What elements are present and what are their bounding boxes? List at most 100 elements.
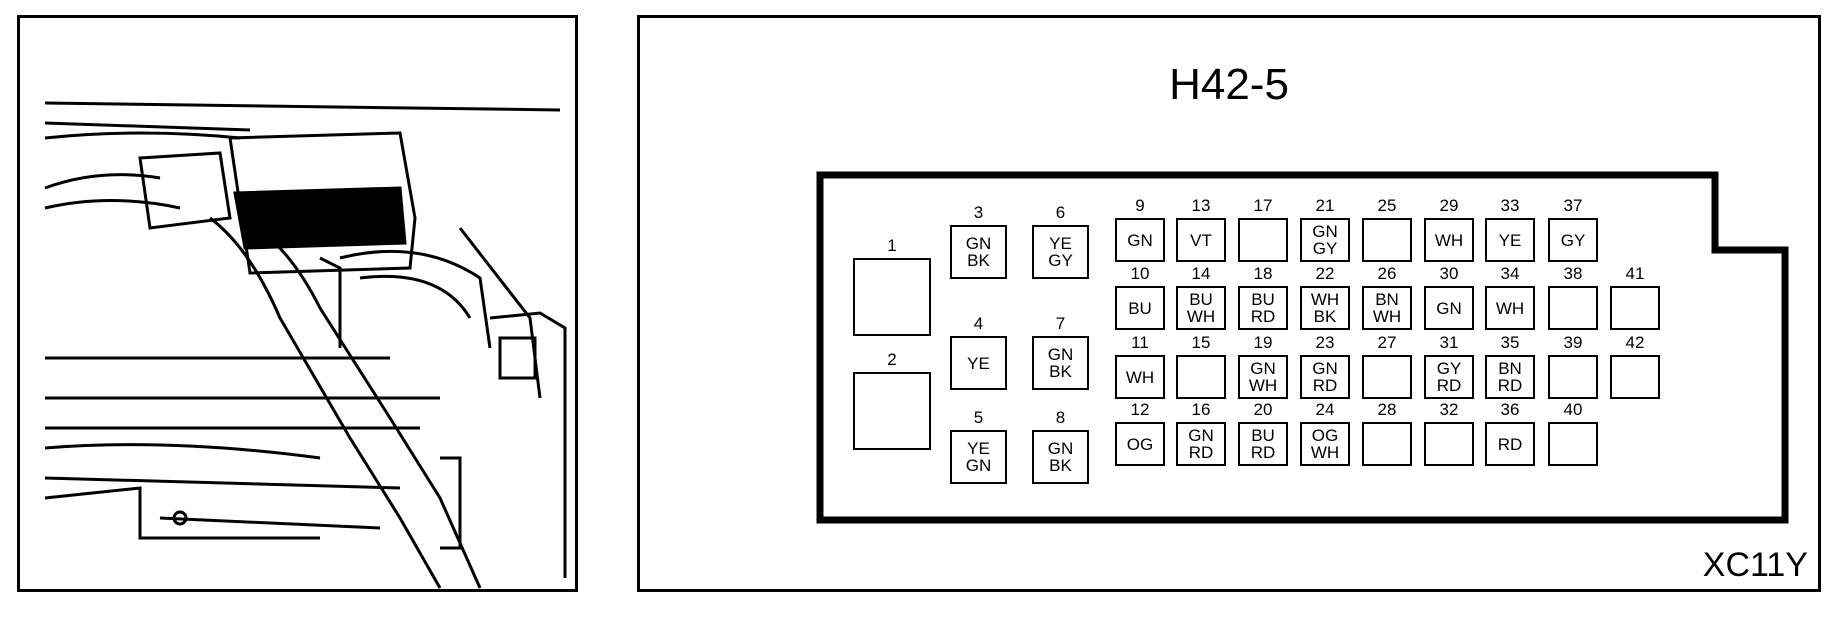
pin-cavity-41	[1610, 286, 1660, 330]
pin-number-39: 39	[1563, 333, 1583, 352]
pin-number-12: 12	[1130, 400, 1150, 419]
wire-color-code: GN	[965, 234, 992, 253]
pin-number-1: 1	[887, 236, 897, 255]
wire-color-code: WH	[1310, 290, 1340, 309]
pin-number-3: 3	[973, 203, 984, 222]
pin-number-7: 7	[1055, 314, 1066, 333]
wire-color-code: BK	[967, 251, 990, 270]
pin-cavity-11: WH	[1115, 355, 1165, 399]
wire-color-code: GY	[1312, 239, 1338, 258]
engine-bay-illustration	[44, 101, 567, 589]
pin-cavity-36: RD	[1485, 422, 1535, 466]
wire-color-code: WH	[1125, 367, 1155, 387]
wire-color-code: BU	[1128, 298, 1152, 318]
wire-color-code: WH	[1310, 443, 1340, 462]
wire-color-code: RD	[1312, 376, 1338, 395]
wire-color-code: GN	[1436, 298, 1462, 318]
wire-color-code: GN	[1127, 230, 1153, 250]
pin-cavity-30: GN	[1424, 286, 1474, 330]
pin-number-23: 23	[1315, 333, 1335, 352]
pin-number-9: 9	[1135, 196, 1145, 215]
pin-number-16: 16	[1191, 400, 1211, 419]
pin-number-22: 22	[1315, 264, 1335, 283]
wire-color-code: RD	[1250, 307, 1276, 326]
pin-number-19: 19	[1253, 333, 1273, 352]
wire-color-code: GY	[1560, 230, 1586, 250]
wire-color-code: WH	[1248, 376, 1278, 395]
pin-cavity-25	[1362, 218, 1412, 262]
wire-color-code: OG	[1126, 434, 1154, 454]
wire-color-code: WH	[1372, 307, 1402, 326]
pin-number-41: 41	[1625, 264, 1645, 283]
pin-number-37: 37	[1563, 196, 1583, 215]
wire-color-code: WH	[1186, 307, 1216, 326]
pin-number-5: 5	[973, 408, 984, 427]
component-location-photo	[17, 15, 578, 592]
pin-cavity-27	[1362, 355, 1412, 399]
pin-cavity-42	[1610, 355, 1660, 399]
wire-color-code: GN	[1312, 359, 1338, 378]
wire-color-code: RD	[1188, 443, 1214, 462]
pin-cavity-17	[1238, 218, 1288, 262]
wire-color-code: BK	[1313, 307, 1337, 326]
pin-cavity-13: VT	[1176, 218, 1226, 262]
pin-cavity-33: YE	[1485, 218, 1535, 262]
pin-number-28: 28	[1377, 400, 1397, 419]
wire-color-code: BN	[1498, 359, 1522, 378]
pin-number-18: 18	[1253, 264, 1273, 283]
wire-color-code: OG	[1311, 426, 1339, 445]
wire-color-code: WH	[1434, 230, 1464, 250]
pin-number-38: 38	[1563, 264, 1583, 283]
pin-number-36: 36	[1500, 400, 1520, 419]
wire-color-code: YE	[967, 353, 990, 373]
connector-housing-outline	[816, 171, 1789, 524]
wire-color-code: BU	[1251, 426, 1275, 445]
pin-number-42: 42	[1625, 333, 1645, 352]
wire-color-code: VT	[1190, 230, 1212, 250]
pin-number-17: 17	[1253, 196, 1273, 215]
pin-cavity-32	[1424, 422, 1474, 466]
pin-cavity-37: GY	[1548, 218, 1598, 262]
connector-title: H42-5	[1169, 60, 1289, 109]
wire-color-code: GN	[1047, 439, 1074, 458]
pin-number-21: 21	[1315, 196, 1335, 215]
wire-color-code: GN	[965, 456, 992, 475]
pin-cavity-39	[1548, 355, 1598, 399]
pin-number-29: 29	[1439, 196, 1459, 215]
wire-color-code: GN	[1312, 222, 1338, 241]
wire-color-code: GN	[1250, 359, 1276, 378]
pin-number-14: 14	[1191, 264, 1211, 283]
pin-number-24: 24	[1315, 400, 1335, 419]
pin-cavity-1	[853, 258, 931, 336]
pin-cavity-38	[1548, 286, 1598, 330]
pin-number-27: 27	[1377, 333, 1397, 352]
wire-color-code: BU	[1251, 290, 1275, 309]
pin-number-13: 13	[1191, 196, 1211, 215]
pin-cavity-10: BU	[1115, 286, 1165, 330]
pin-number-34: 34	[1500, 264, 1520, 283]
wire-color-code: RD	[1436, 376, 1462, 395]
wire-color-code: WH	[1495, 298, 1525, 318]
pin-number-11: 11	[1131, 333, 1149, 352]
pin-cavity-9: GN	[1115, 218, 1165, 262]
pin-cavity-34: WH	[1485, 286, 1535, 330]
pin-number-25: 25	[1377, 196, 1397, 215]
wire-color-code: RD	[1497, 434, 1523, 454]
wire-color-code: GY	[1436, 359, 1462, 378]
pin-number-8: 8	[1055, 408, 1066, 427]
wire-color-code: BN	[1375, 290, 1399, 309]
